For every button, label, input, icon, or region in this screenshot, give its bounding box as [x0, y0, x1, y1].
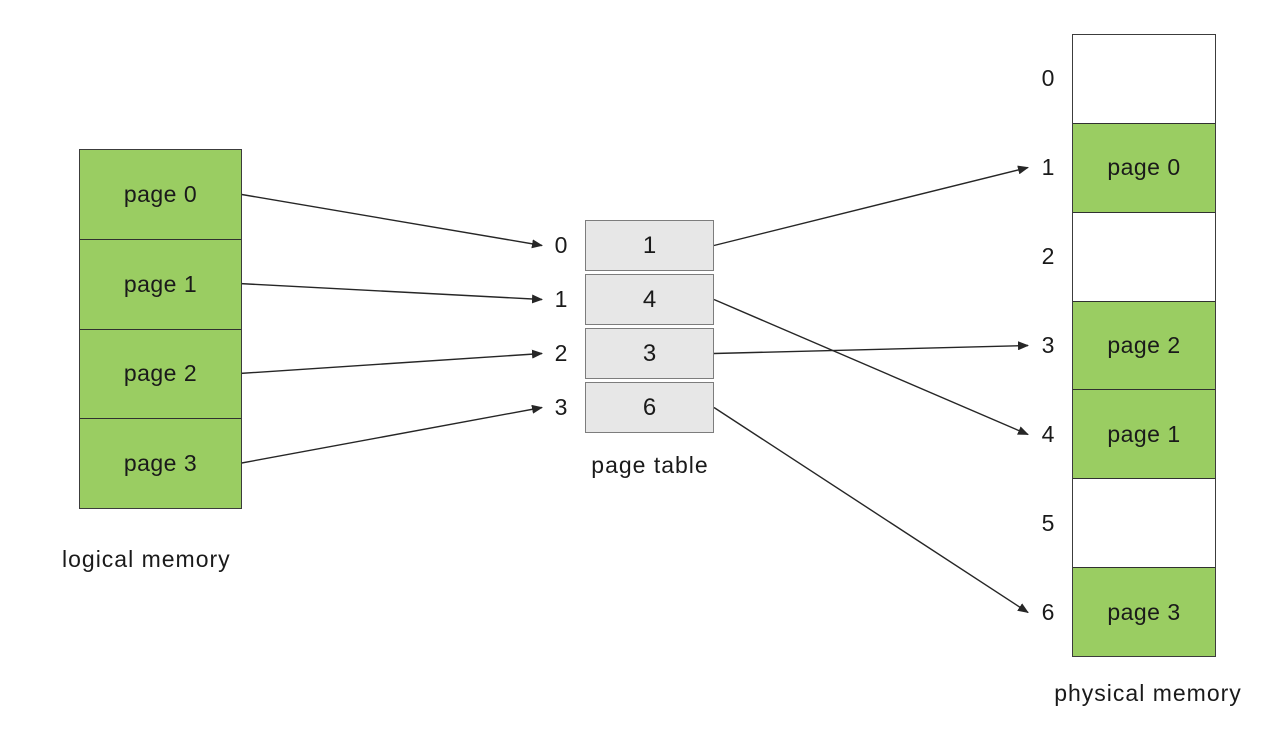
page-table-index: 3 [554, 394, 568, 420]
mapping-arrow [713, 165, 1029, 247]
mapping-arrow [240, 193, 543, 249]
mapping-arrow [713, 341, 1029, 355]
mapping-arrow [713, 406, 1029, 614]
physical-frame-cell: page 3 [1073, 567, 1215, 657]
physical-frame-cell [1073, 478, 1215, 567]
logical-memory-label: logical memory [62, 546, 231, 572]
page-table-entry-cell: 4 [585, 274, 714, 325]
physical-frame-indices: 0 1 2 3 4 5 6 [1034, 34, 1062, 657]
page-table-index: 2 [554, 340, 568, 366]
mapping-arrow [240, 404, 543, 464]
page-table-indices: 0 1 2 3 [548, 220, 574, 436]
logical-page-cell: page 0 [123, 180, 198, 207]
logical-page-cell: page 2 [80, 328, 241, 419]
physical-frame-index: 4 [1041, 421, 1055, 447]
physical-frame-cell [1073, 35, 1215, 123]
mapping-arrow [240, 282, 543, 304]
page-table-index: 0 [554, 232, 568, 258]
physical-memory-label: physical memory [1054, 680, 1242, 706]
physical-frame-index: 0 [1041, 65, 1055, 91]
physical-frame-index: 2 [1041, 243, 1055, 269]
logical-page-cell: page 3 [80, 418, 241, 508]
physical-frame-index: 3 [1041, 332, 1055, 358]
page-table-entry-cell: 6 [585, 382, 714, 433]
mapping-arrow [240, 349, 543, 375]
page-table-index: 1 [554, 286, 568, 312]
physical-frame-cell: page 1 [1073, 389, 1215, 479]
physical-frame-cell [1073, 211, 1215, 301]
physical-frame-cell: page 2 [1073, 300, 1215, 390]
page-table-entry-cell: 1 [585, 220, 714, 271]
physical-frame-index: 5 [1041, 510, 1055, 536]
logical-page-cell: page 1 [80, 238, 241, 329]
physical-frame-index: 6 [1041, 599, 1055, 625]
page-table-entry-cell: 3 [585, 328, 714, 379]
physical-frame-cell: page 0 [1073, 122, 1215, 212]
physical-frame-index: 1 [1041, 154, 1055, 180]
mapping-arrow [713, 298, 1029, 436]
page-table-label: page table [591, 452, 709, 478]
